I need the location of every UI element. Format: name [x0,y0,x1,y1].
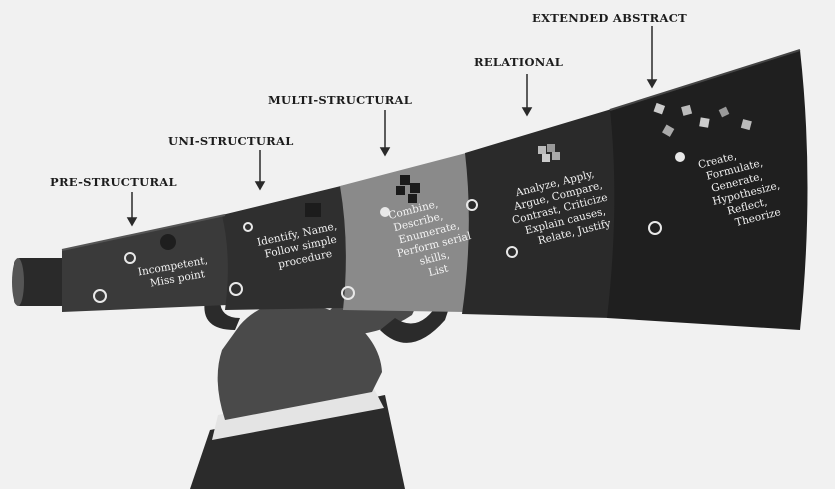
eyepiece [12,258,69,306]
label-pre-structural: PRE-STRUCTURAL [50,175,177,189]
label-extended-abstract: EXTENDED ABSTRACT [532,11,687,25]
label-relational: RELATIONAL [474,55,563,69]
telescope-segments [62,50,808,330]
hand-holding-telescope [190,288,450,489]
puzzle-piece-icon [305,203,321,217]
label-uni-structural: UNI-STRUCTURAL [168,134,294,148]
puzzle-piece-icon [160,234,176,250]
label-multi-structural: MULTI-STRUCTURAL [268,93,412,107]
